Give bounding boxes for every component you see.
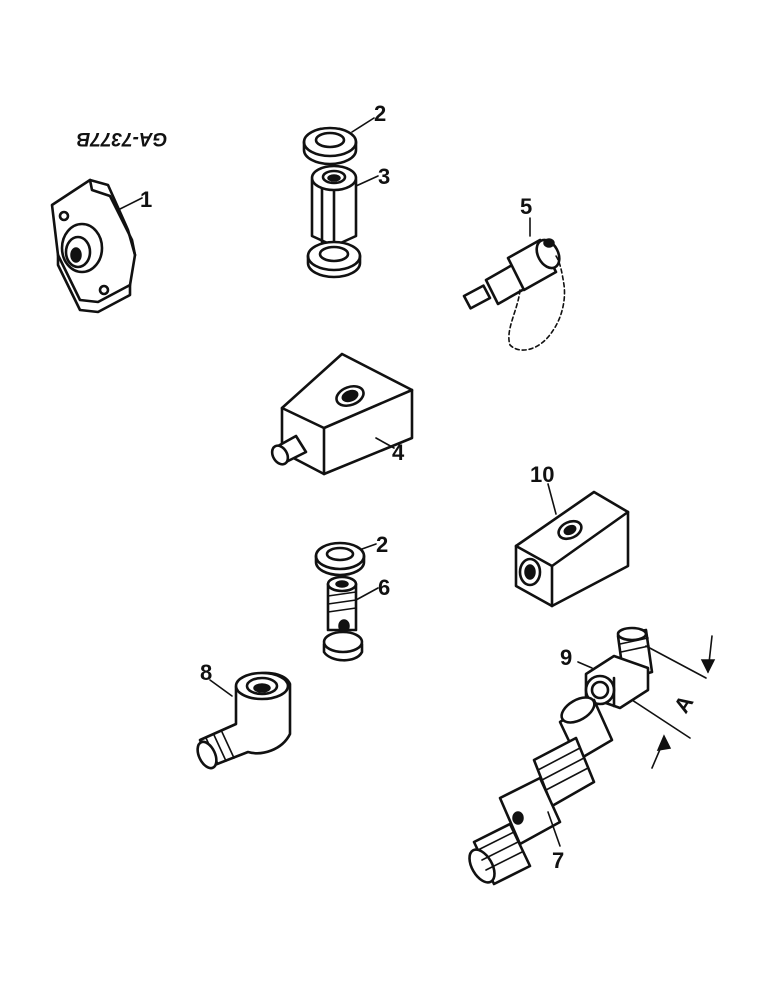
callout-2-lower: 2 — [376, 532, 388, 557]
callout-6: 6 — [378, 575, 390, 600]
part-7-quick-coupler — [468, 696, 614, 886]
callout-5: 5 — [520, 194, 532, 219]
drawing-code: GA-7377B — [76, 128, 167, 149]
callout-9: 9 — [560, 645, 572, 670]
part-8-elbow — [196, 671, 292, 770]
callout-4: 4 — [392, 440, 405, 465]
part-10-tapped-block — [514, 483, 630, 608]
part-2-washer-middle — [306, 240, 362, 279]
part-9-adapter — [577, 626, 654, 710]
callout-2-upper: 2 — [374, 101, 386, 126]
part-4-tee-block — [270, 352, 414, 476]
part-2-washer-upper — [302, 117, 375, 166]
callout-10: 10 — [530, 462, 554, 487]
callout-3: 3 — [378, 164, 390, 189]
callout-7: 7 — [552, 848, 564, 873]
part-5-test-coupling — [462, 217, 566, 351]
part-2-washer-lower — [314, 541, 377, 577]
dimension-a-label: A — [669, 691, 699, 718]
callout-8: 8 — [200, 660, 212, 685]
callout-1: 1 — [140, 187, 152, 212]
part-1-flange — [50, 178, 143, 314]
dimension-a — [631, 635, 716, 769]
part-6-banjo-bolt — [322, 575, 379, 662]
part-3-hex-coupling — [310, 164, 379, 248]
